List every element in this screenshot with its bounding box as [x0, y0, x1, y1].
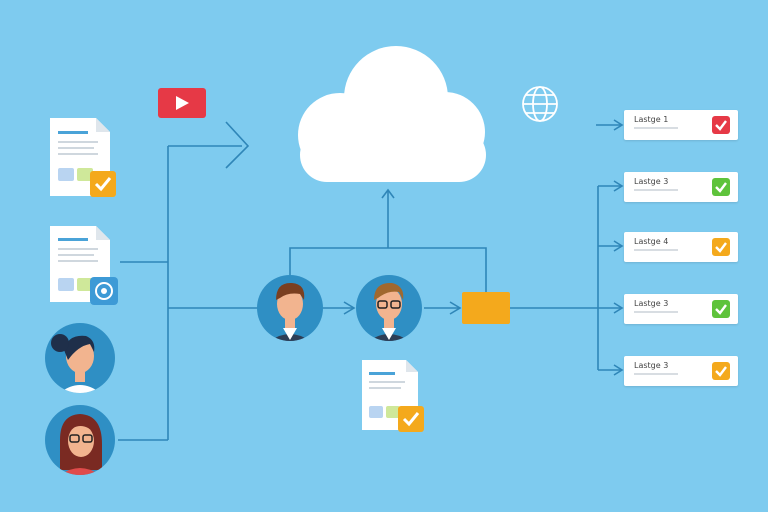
- label-card-3[interactable]: Lastge 4: [624, 232, 738, 262]
- label-card-text: Lastge 3: [634, 177, 669, 186]
- video-play-icon[interactable]: [158, 88, 206, 118]
- label-card-4[interactable]: Lastge 3: [624, 294, 738, 324]
- user-avatar-woman-glasses[interactable]: [45, 405, 115, 480]
- cloud-icon: [298, 46, 486, 182]
- label-card-subline: [634, 249, 678, 251]
- document-settings-icon: [50, 226, 118, 305]
- folder-icon[interactable]: [462, 292, 510, 324]
- label-card-text: Lastge 1: [634, 115, 669, 124]
- label-card-subline: [634, 311, 678, 313]
- status-check-icon: [712, 300, 730, 318]
- label-card-subline: [634, 127, 678, 129]
- connector-lines: [118, 119, 624, 441]
- user-avatar-man[interactable]: [257, 275, 323, 346]
- label-card-text: Lastge 3: [634, 361, 669, 370]
- label-card-5[interactable]: Lastge 3: [624, 356, 738, 386]
- status-check-icon: [712, 238, 730, 256]
- status-check-icon: [712, 116, 730, 134]
- document-approved-icon: [50, 118, 116, 197]
- label-card-subline: [634, 189, 678, 191]
- globe-icon: [522, 86, 558, 122]
- label-card-1[interactable]: Lastge 1: [624, 110, 738, 140]
- label-card-text: Lastge 3: [634, 299, 669, 308]
- label-card-subline: [634, 373, 678, 375]
- label-card-text: Lastge 4: [634, 237, 669, 246]
- status-check-icon: [712, 178, 730, 196]
- status-check-icon: [712, 362, 730, 380]
- user-avatar-man-glasses[interactable]: [356, 275, 422, 346]
- document-approved-icon: [362, 360, 424, 432]
- label-card-2[interactable]: Lastge 3: [624, 172, 738, 202]
- user-avatar-woman[interactable]: [45, 323, 115, 396]
